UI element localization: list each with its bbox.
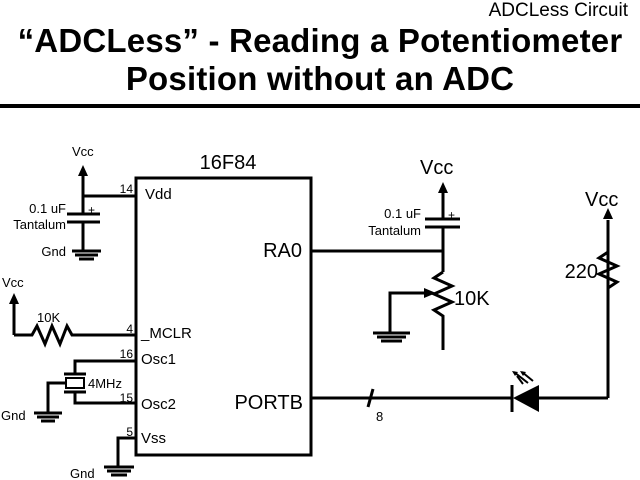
vcc-label-pot: Vcc	[420, 157, 453, 179]
vcc-label-vdd: Vcc	[72, 144, 94, 159]
crystal-network	[34, 359, 136, 423]
crystal-4mhz	[65, 377, 85, 389]
pin-number-osc1: 16	[120, 347, 134, 361]
pot-value: 10K	[454, 288, 490, 310]
vdd-cap-value: 0.1 uF	[29, 201, 66, 216]
resistor-220	[595, 249, 621, 292]
vcc-label-led: Vcc	[585, 189, 618, 211]
pin-label-osc1: Osc1	[141, 351, 176, 368]
bus-slash	[366, 388, 375, 408]
section-label: ADCLess Circuit	[488, 0, 628, 21]
pin-number-vdd: 14	[120, 182, 134, 196]
pin-label-vdd: Vdd	[145, 186, 172, 203]
potentiometer-10k	[430, 270, 456, 350]
ra0-pot-network	[311, 182, 460, 350]
vcc-arrow-icon	[603, 208, 613, 219]
slide-title-line-1: “ADCLess” - Reading a Potentiometer	[17, 22, 623, 59]
resistor-10k-mclr	[14, 322, 136, 348]
bus-width-label: 8	[376, 409, 383, 424]
pin-number-mclr: 4	[126, 322, 133, 336]
title-divider	[0, 104, 640, 108]
pin-label-portb: PORTB	[234, 392, 303, 414]
pic-chip-body	[134, 176, 313, 457]
vdd-cap-type: Tantalum	[13, 217, 66, 232]
gnd-label-vss: Gnd	[70, 466, 95, 480]
gnd-label-cap: Gnd	[41, 244, 66, 259]
vss-ground	[104, 436, 136, 477]
vcc-label-mclr: Vcc	[2, 275, 24, 290]
led-diode-icon	[513, 385, 539, 412]
vcc-arrow-icon	[9, 293, 19, 304]
slide-title-line-2: Position without an ADC	[125, 60, 515, 97]
led-resistor-value: 220	[565, 261, 598, 283]
pin-label-osc2: Osc2	[141, 396, 176, 413]
light-emission-arrows-icon	[512, 371, 534, 385]
pin-label-vss: Vss	[141, 430, 166, 447]
wiper-arrow-icon	[424, 288, 436, 298]
vdd-decoupling-network	[67, 165, 136, 261]
crystal-frequency: 4MHz	[88, 376, 122, 391]
gnd-label-crystal: Gnd	[1, 408, 26, 423]
pot-cap-value: 0.1 uF	[384, 206, 421, 221]
mclr-resistor-value: 10K	[37, 310, 60, 325]
vcc-arrow-icon	[438, 182, 448, 193]
chip-name: 16F84	[200, 152, 257, 174]
pin-label-mclr: _MCLR	[140, 325, 192, 342]
pin-number-vss: 5	[126, 425, 133, 439]
pot-cap-polarity-plus: +	[448, 208, 455, 222]
vcc-arrow-icon	[78, 165, 88, 176]
cap-polarity-plus: +	[88, 203, 95, 217]
portb-led-network	[311, 208, 621, 412]
pot-cap-type: Tantalum	[368, 223, 421, 238]
pin-label-ra0: RA0	[263, 240, 302, 262]
mclr-pullup-network	[9, 293, 136, 348]
